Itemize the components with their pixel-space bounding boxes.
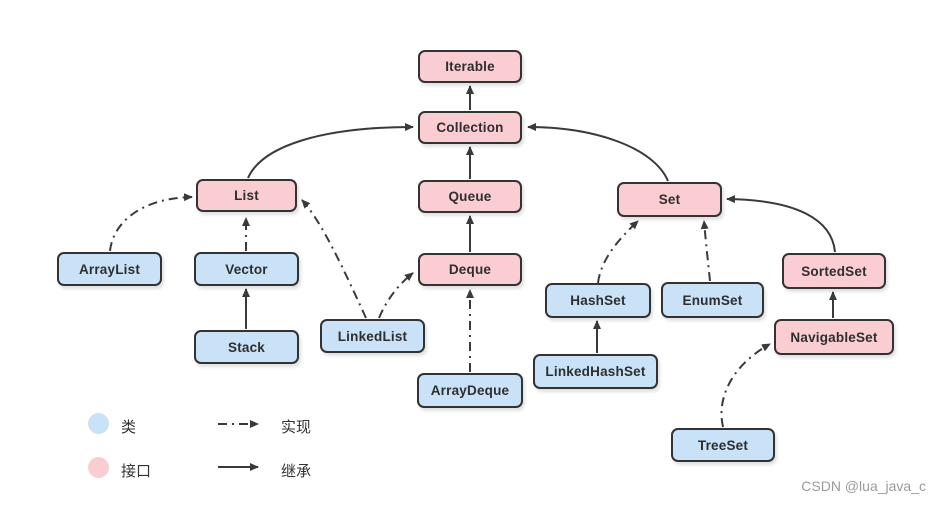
node-navigableset-label: NavigableSet: [790, 329, 878, 345]
node-arraydeque: ArrayDeque: [417, 373, 523, 408]
node-treeset: TreeSet: [671, 428, 775, 462]
node-sortedset-label: SortedSet: [801, 263, 867, 279]
node-navigableset: NavigableSet: [774, 319, 894, 355]
edge-list-collection: [247, 123, 414, 179]
legend-implements-label: 实现: [281, 419, 312, 436]
node-iterable-label: Iterable: [445, 59, 495, 74]
node-collection-label: Collection: [436, 120, 504, 135]
edge-linkedlist-list: [301, 199, 367, 319]
node-stack-label: Stack: [227, 339, 266, 355]
node-treeset-label: TreeSet: [697, 437, 749, 453]
node-queue: Queue: [418, 180, 522, 213]
node-sortedset: SortedSet: [782, 253, 886, 289]
node-vector-label: Vector: [225, 261, 268, 277]
node-linkedhashset-label: LinkedHashSet: [545, 364, 646, 379]
edge-treeset-navigableset: [720, 343, 771, 428]
node-list-label: List: [234, 188, 259, 203]
edge-hashset-set: [597, 220, 639, 284]
node-linkedlist: LinkedList: [320, 319, 425, 353]
node-arraylist: ArrayList: [57, 252, 162, 286]
edge-set-collection: [527, 123, 669, 182]
node-set-label: Set: [658, 192, 681, 207]
node-linkedhashset: LinkedHashSet: [533, 354, 658, 389]
node-collection: Collection: [418, 111, 522, 144]
node-stack: Stack: [194, 330, 299, 364]
legend-interface-swatch: [88, 457, 109, 478]
node-enumset-label: EnumSet: [682, 292, 743, 308]
watermark: CSDN @lua_java_c: [801, 478, 926, 494]
node-arraylist-label: ArrayList: [78, 261, 141, 277]
legend-extends-label: 继承: [281, 463, 312, 480]
node-iterable: Iterable: [418, 50, 522, 83]
node-queue-label: Queue: [448, 189, 492, 204]
node-enumset: EnumSet: [661, 282, 764, 318]
node-list: List: [196, 179, 297, 212]
legend-interface-label: 接口: [121, 463, 152, 480]
node-arraydeque-label: ArrayDeque: [430, 383, 510, 398]
edge-linkedlist-deque: [378, 272, 414, 319]
node-deque-label: Deque: [448, 262, 492, 277]
node-hashset-label: HashSet: [570, 293, 626, 308]
legend-class-swatch: [88, 413, 109, 434]
node-vector: Vector: [194, 252, 299, 286]
edge-arraylist-list: [109, 193, 193, 252]
edge-enumset-set: [700, 220, 711, 282]
node-linkedlist-label: LinkedList: [337, 328, 408, 344]
node-set: Set: [617, 182, 722, 217]
node-deque: Deque: [418, 253, 522, 286]
edge-sortedset-set: [726, 195, 836, 253]
legend-class-label: 类: [121, 419, 137, 436]
node-hashset: HashSet: [545, 283, 651, 318]
